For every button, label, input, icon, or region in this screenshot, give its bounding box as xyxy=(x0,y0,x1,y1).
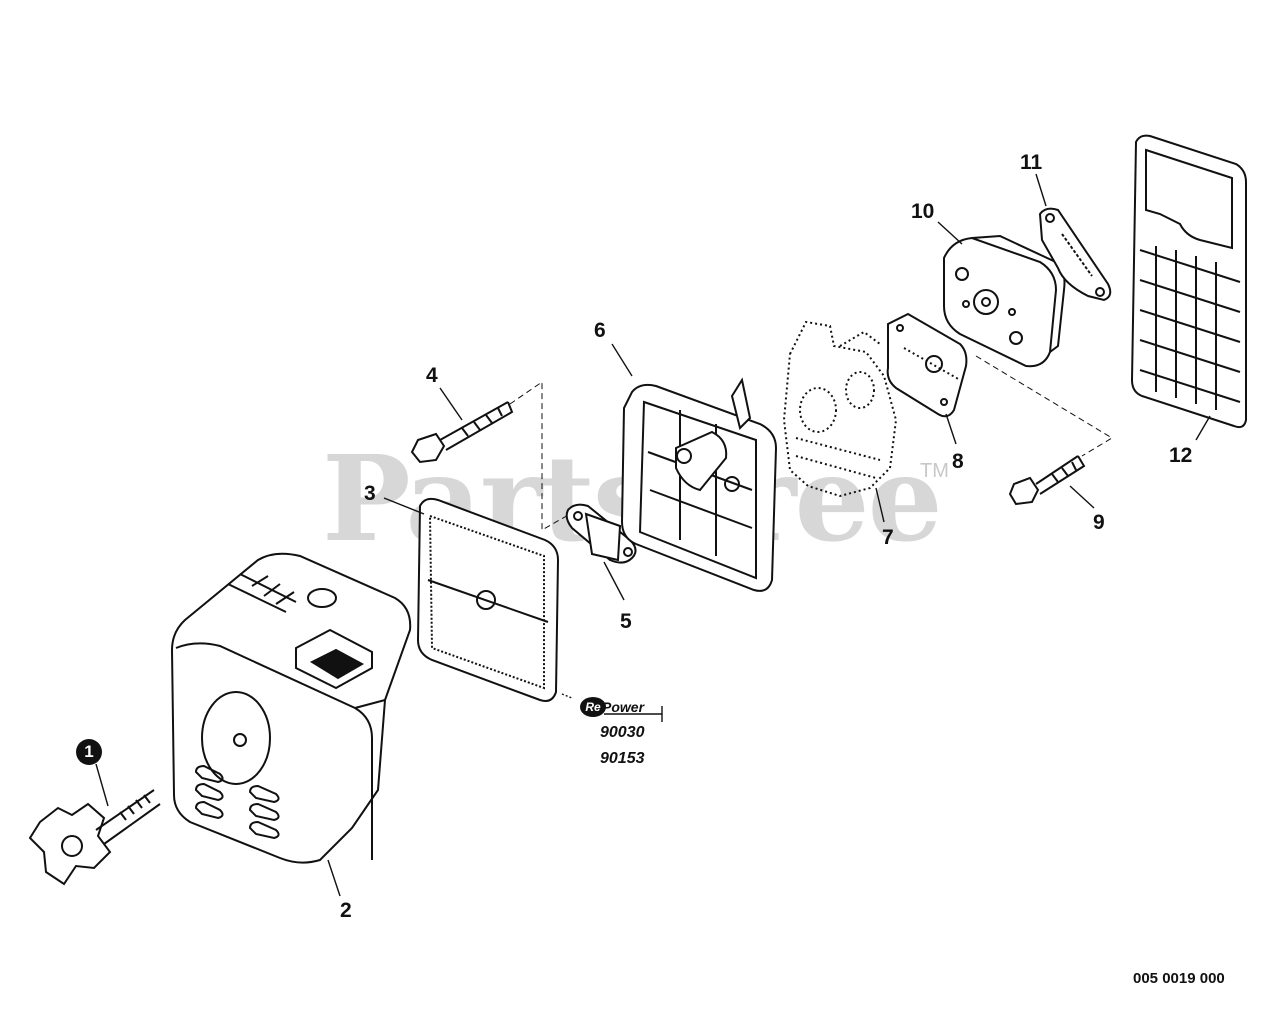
leader-lines xyxy=(95,173,1211,897)
part-5-bracket[interactable] xyxy=(565,503,637,564)
callout-10[interactable]: 10 xyxy=(911,200,935,223)
watermark-trademark: TM xyxy=(920,460,949,482)
part-8-gasket[interactable] xyxy=(886,312,968,418)
callout-4[interactable]: 4 xyxy=(426,364,438,387)
part-1-knob-bolt[interactable] xyxy=(28,789,161,886)
part-2-air-cleaner-cover[interactable] xyxy=(170,552,412,864)
diagram-reference-code: 005 0019 000 xyxy=(1133,970,1225,987)
repower-logo[interactable]: Re Power xyxy=(580,697,664,719)
repower-part-code-90030[interactable]: 90030 xyxy=(600,724,645,741)
alignment-lines xyxy=(509,355,1113,531)
repower-part-code-90153[interactable]: 90153 xyxy=(600,750,645,767)
callout-9[interactable]: 9 xyxy=(1093,511,1105,534)
callout-3[interactable]: 3 xyxy=(364,482,376,505)
part-7-carburetor[interactable] xyxy=(782,320,898,498)
callout-8[interactable]: 8 xyxy=(952,450,964,473)
part-12-heat-shield[interactable] xyxy=(1130,134,1247,429)
repower-arrow xyxy=(561,693,663,722)
callout-6[interactable]: 6 xyxy=(594,319,606,342)
callout-1[interactable]: 1 xyxy=(76,739,102,765)
callout-5[interactable]: 5 xyxy=(620,610,632,633)
callout-11[interactable]: 11 xyxy=(1020,151,1043,174)
repower-logo-power: Power xyxy=(602,699,645,715)
part-3-air-filter[interactable] xyxy=(416,497,560,702)
callout-2[interactable]: 2 xyxy=(340,899,352,922)
part-9-bolt[interactable] xyxy=(1008,455,1086,506)
callout-7[interactable]: 7 xyxy=(882,526,894,549)
part-6-filter-base[interactable] xyxy=(620,377,778,592)
part-11-gasket[interactable] xyxy=(1038,207,1112,302)
part-10-insulator[interactable] xyxy=(943,234,1066,368)
callout-12[interactable]: 12 xyxy=(1169,444,1193,467)
part-4-bolt[interactable] xyxy=(410,401,514,464)
repower-logo-re: Re xyxy=(580,697,606,717)
